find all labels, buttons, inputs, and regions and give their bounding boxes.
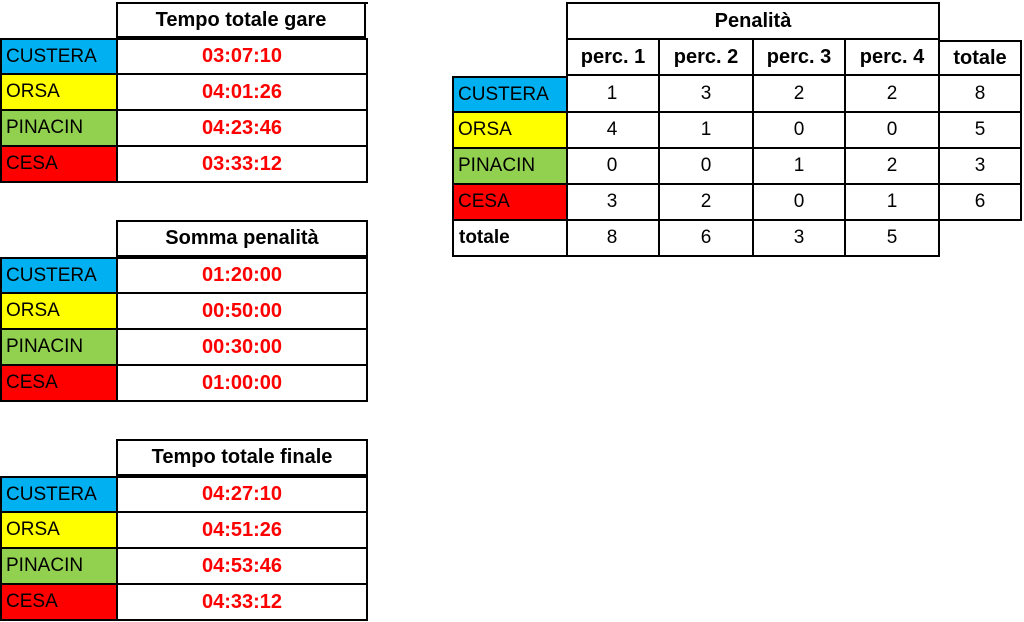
value-cell: 0	[566, 149, 660, 185]
team-cell-custera: CUSTERA	[0, 476, 118, 513]
value-cell: 1	[660, 113, 754, 149]
team-cell-cesa: CESA	[0, 147, 118, 183]
time-cell: 00:50:00	[118, 294, 368, 330]
team-cell-pinacin: PINACIN	[0, 111, 118, 147]
team-cell-orsa: ORSA	[0, 75, 118, 111]
team-cell-cesa: CESA	[0, 366, 118, 402]
column-header: perc. 4	[846, 40, 940, 76]
value-cell: 2	[660, 185, 754, 221]
time-cell: 03:07:10	[118, 38, 368, 75]
total-cell: 8	[938, 76, 1022, 113]
table-header: Tempo totale gare	[116, 2, 366, 38]
time-cell: 01:20:00	[118, 257, 368, 294]
team-cell-custera: CUSTERA	[0, 257, 118, 294]
time-cell: 04:27:10	[118, 476, 368, 513]
team-cell-custera: CUSTERA	[452, 76, 568, 113]
column-header: totale	[938, 40, 1022, 76]
team-cell-orsa: ORSA	[0, 513, 118, 549]
team-cell-custera: CUSTERA	[0, 38, 118, 75]
time-cell: 04:01:26	[118, 75, 368, 111]
value-cell: 4	[566, 113, 660, 149]
time-cell: 04:51:26	[118, 513, 368, 549]
value-cell: 0	[660, 149, 754, 185]
time-cell: 01:00:00	[118, 366, 368, 402]
value-cell: 0	[754, 113, 846, 149]
value-cell: 2	[846, 149, 940, 185]
total-cell: 5	[846, 221, 940, 257]
team-cell-cesa: CESA	[0, 585, 118, 621]
time-cell: 04:23:46	[118, 111, 368, 147]
time-cell: 00:30:00	[118, 330, 368, 366]
time-cell: 04:33:12	[118, 585, 368, 621]
value-cell: 3	[566, 185, 660, 221]
total-cell: 3	[938, 149, 1022, 185]
value-cell: 2	[846, 76, 940, 113]
value-cell: 1	[566, 76, 660, 113]
value-cell: 2	[754, 76, 846, 113]
column-header: perc. 3	[754, 40, 846, 76]
table-header: Tempo totale finale	[116, 439, 368, 476]
value-cell: 0	[754, 185, 846, 221]
value-cell: 1	[754, 149, 846, 185]
table-header: Somma penalità	[116, 220, 368, 257]
value-cell: 0	[846, 113, 940, 149]
penalty-title: Penalità	[566, 2, 940, 40]
team-cell-cesa: CESA	[452, 185, 568, 221]
team-cell-pinacin: PINACIN	[0, 549, 118, 585]
team-cell-orsa: ORSA	[0, 294, 118, 330]
time-cell: 03:33:12	[118, 147, 368, 183]
value-cell: 3	[660, 76, 754, 113]
total-cell: 6	[660, 221, 754, 257]
totale-row-label: totale	[452, 221, 568, 257]
value-cell: 1	[846, 185, 940, 221]
total-cell: 8	[566, 221, 660, 257]
team-cell-orsa: ORSA	[452, 113, 568, 149]
team-cell-pinacin: PINACIN	[452, 149, 568, 185]
time-cell: 04:53:46	[118, 549, 368, 585]
column-header: perc. 1	[566, 40, 660, 76]
total-cell: 6	[938, 185, 1022, 221]
column-header: perc. 2	[660, 40, 754, 76]
team-cell-pinacin: PINACIN	[0, 330, 118, 366]
total-cell: 3	[754, 221, 846, 257]
total-cell: 5	[938, 113, 1022, 149]
